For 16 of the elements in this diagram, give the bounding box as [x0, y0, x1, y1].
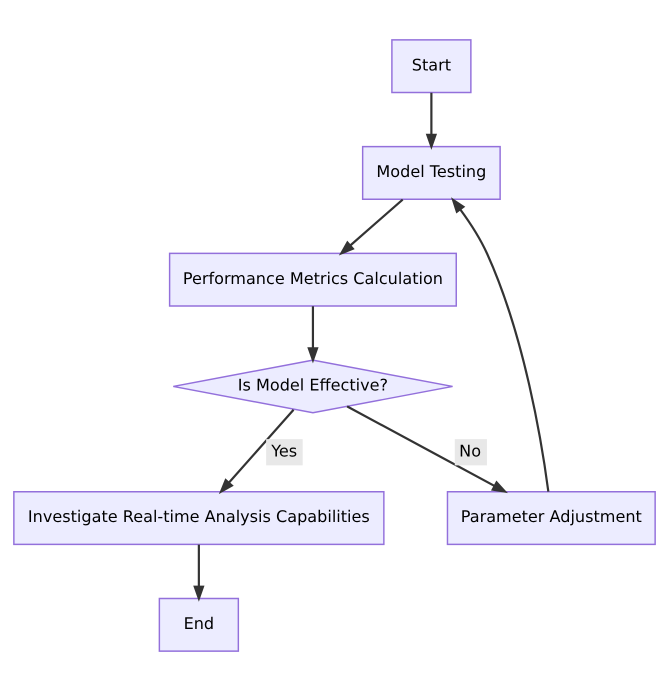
node-box: Investigate Real-time Analysis Capabilities — [13, 491, 385, 546]
node-diamond: Is Model Effective? — [172, 359, 454, 414]
arrow — [307, 306, 319, 364]
node-box: Performance Metrics Calculation — [168, 252, 457, 307]
node-box: Start — [391, 39, 472, 94]
edge-label: Yes — [271, 441, 298, 460]
node-box: Model Testing — [362, 146, 501, 200]
edge-label: No — [459, 441, 482, 460]
node-box: Parameter Adjustment — [446, 491, 656, 546]
arrow — [338, 198, 404, 256]
arrow — [346, 405, 508, 494]
node-box: End — [158, 598, 240, 652]
arrow — [426, 92, 438, 150]
arrow — [218, 409, 294, 494]
arrow — [193, 544, 204, 602]
arrow — [451, 197, 550, 492]
